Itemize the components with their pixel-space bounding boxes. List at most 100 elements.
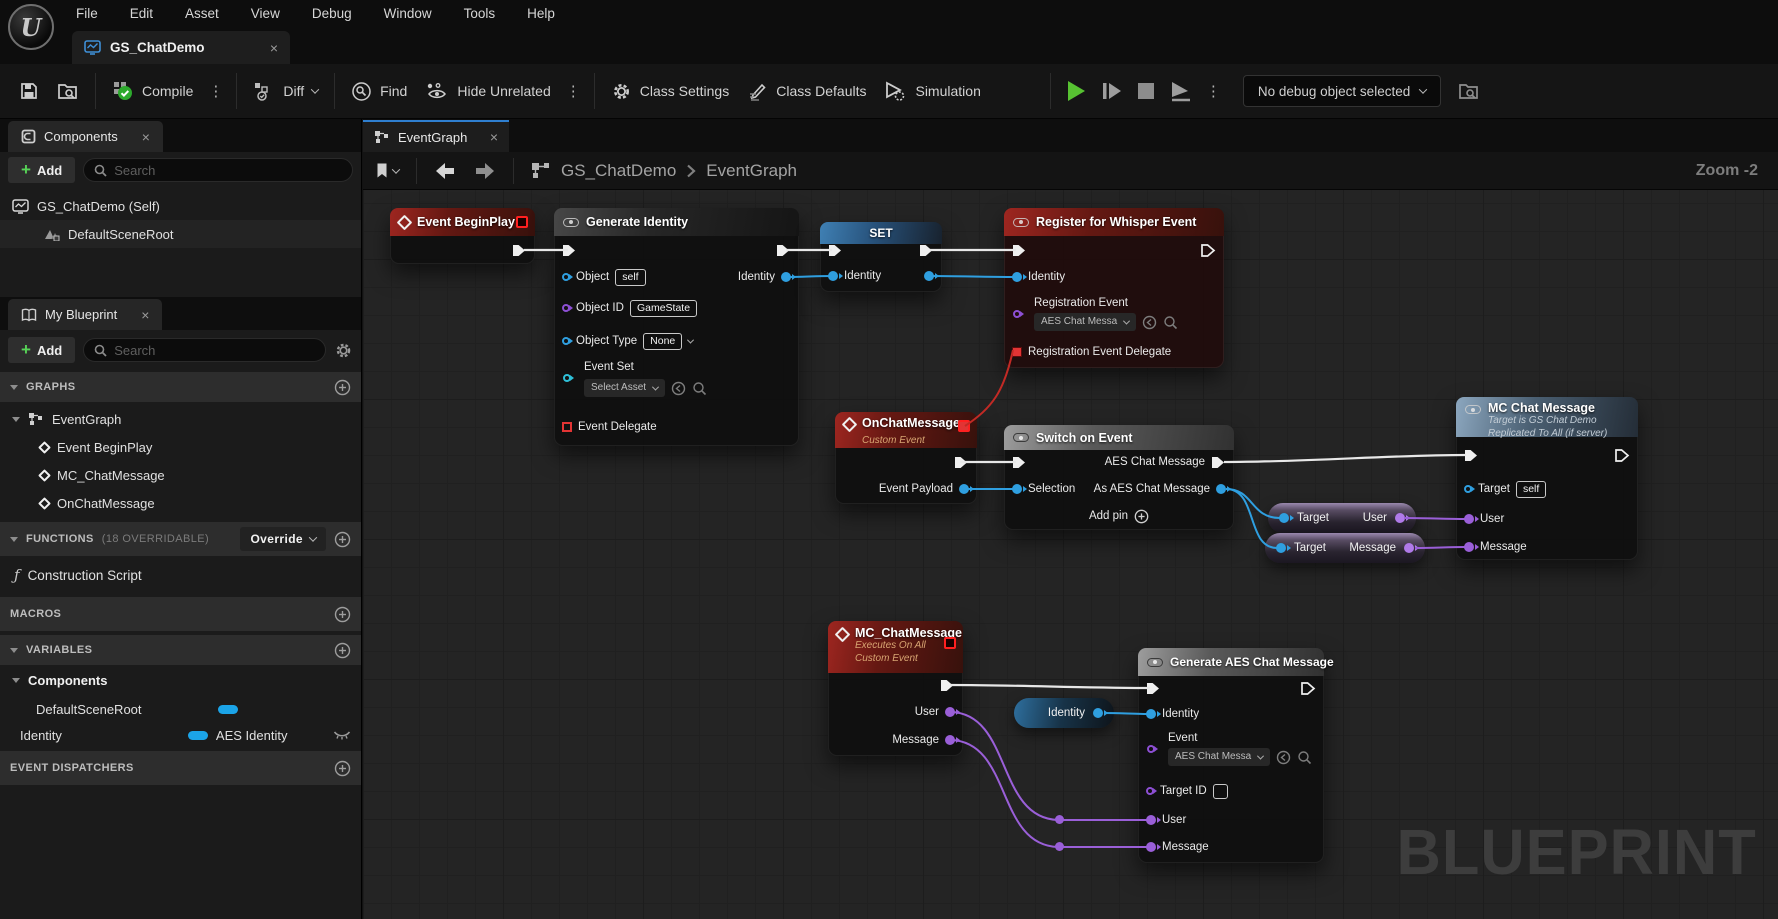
component-row-scene-root[interactable]: DefaultSceneRoot	[0, 220, 361, 248]
debug-browse-button[interactable]	[1449, 72, 1489, 110]
use-selected-icon[interactable]	[671, 381, 686, 396]
pin-selection-in[interactable]: Selection	[1012, 479, 1075, 499]
variable-row-scene-root[interactable]: DefaultSceneRoot	[0, 695, 361, 723]
target-id-value-field[interactable]	[1212, 783, 1228, 799]
debug-toggle-icon[interactable]	[516, 216, 528, 228]
functions-section-header[interactable]: FUNCTIONS (18 OVERRIDABLE) Override	[0, 522, 361, 556]
pin-target-id[interactable]: Target ID	[1146, 781, 1228, 801]
node-switch-on-event[interactable]: Switch on Event AES Chat Message Selecti…	[1004, 425, 1234, 530]
components-search-box[interactable]	[83, 158, 353, 182]
pin-exec-in[interactable]	[1464, 445, 1479, 465]
pin-exec-in[interactable]	[1012, 240, 1027, 260]
play-options-kebab-icon[interactable]: ⋮	[1205, 83, 1221, 100]
add-variable-plus-icon[interactable]	[334, 642, 351, 659]
pin-exec-out[interactable]	[940, 675, 955, 695]
add-function-plus-icon[interactable]	[334, 531, 351, 548]
forward-arrow-icon[interactable]	[470, 162, 496, 180]
view-options-gear-icon[interactable]	[334, 341, 353, 360]
add-graph-plus-icon[interactable]	[334, 379, 351, 396]
menu-file[interactable]: File	[76, 6, 98, 21]
menu-debug[interactable]: Debug	[311, 6, 352, 21]
node-mc-chatmessage-event[interactable]: MC_ChatMessage Executes On All Custom Ev…	[828, 621, 963, 756]
event-set-pin-icon[interactable]	[563, 374, 571, 382]
pin-identity-in[interactable]: Identity	[1012, 267, 1065, 287]
variables-section-header[interactable]: VARIABLES	[0, 635, 361, 665]
debug-object-dropdown[interactable]: No debug object selected	[1242, 75, 1442, 107]
pin-registration-delegate[interactable]: Registration Event Delegate	[1012, 342, 1171, 362]
pin-identity-out[interactable]	[924, 266, 934, 286]
diff-button[interactable]: Diff	[244, 72, 327, 110]
components-add-button[interactable]: + Add	[8, 157, 76, 183]
simulation-button[interactable]: Simulation	[875, 72, 989, 110]
pin-message-in[interactable]: Message	[1146, 837, 1209, 857]
closed-eye-icon[interactable]	[333, 730, 351, 740]
reroute-node[interactable]	[1055, 842, 1064, 851]
play-button[interactable]	[1058, 72, 1094, 110]
macros-section-header[interactable]: MACROS	[0, 597, 361, 631]
add-macro-plus-icon[interactable]	[334, 606, 351, 623]
node-get-message[interactable]: Target Message	[1265, 533, 1425, 563]
tree-row-construction-script[interactable]: ƒ Construction Script	[0, 561, 361, 589]
compile-options-kebab-icon[interactable]: ⋮	[208, 83, 224, 100]
pin-user-in[interactable]: User	[1464, 509, 1504, 529]
event-picker[interactable]: AES Chat Messa	[1168, 747, 1312, 767]
pin-exec-out[interactable]	[1615, 445, 1630, 465]
pin-exec-in[interactable]	[562, 240, 577, 260]
hide-unrelated-kebab-icon[interactable]: ⋮	[565, 83, 581, 100]
node-event-beginplay[interactable]: Event BeginPlay	[390, 208, 535, 264]
tree-row-event-graph[interactable]: EventGraph	[0, 405, 361, 433]
node-set-identity[interactable]: SET Identity	[820, 222, 942, 292]
add-dispatcher-plus-icon[interactable]	[334, 760, 351, 777]
component-row-self[interactable]: GS_ChatDemo (Self)	[0, 192, 361, 220]
node-register-whisper[interactable]: Register for Whisper Event Identity Regi…	[1004, 208, 1224, 368]
pin-exec-out[interactable]	[776, 240, 791, 260]
menu-edit[interactable]: Edit	[129, 6, 154, 21]
my-blueprint-search-box[interactable]	[83, 338, 326, 362]
registration-event-pin-icon[interactable]	[1013, 310, 1021, 318]
registration-event-dropdown[interactable]: AES Chat Messa	[1034, 313, 1137, 331]
browse-asset-icon[interactable]	[692, 381, 707, 396]
variables-components-category[interactable]: Components	[0, 668, 361, 692]
breadcrumb-root[interactable]: GS_ChatDemo	[561, 160, 677, 180]
graph-tab-close-icon[interactable]: ×	[489, 129, 498, 145]
pin-exec-out[interactable]	[1301, 678, 1316, 698]
pin-exec-in[interactable]	[1146, 678, 1161, 698]
bookmarks-button[interactable]	[375, 162, 401, 179]
pin-object-type[interactable]: Object Type None	[562, 331, 695, 351]
graphs-section-header[interactable]: GRAPHS	[0, 372, 361, 402]
my-blueprint-panel-tab[interactable]: My Blueprint ×	[8, 299, 163, 330]
menu-asset[interactable]: Asset	[185, 6, 219, 21]
my-blueprint-add-button[interactable]: + Add	[8, 337, 76, 363]
pin-identity-in[interactable]: Identity	[1146, 704, 1199, 724]
node-generate-identity[interactable]: Generate Identity Identity Object self O…	[554, 208, 799, 446]
eject-possess-button[interactable]	[1162, 72, 1200, 110]
override-dropdown[interactable]: Override	[240, 527, 326, 551]
menu-view[interactable]: View	[250, 6, 280, 21]
tree-row-event-beginplay[interactable]: Event BeginPlay	[0, 433, 361, 461]
compile-button[interactable]: Compile	[103, 72, 202, 110]
node-mc-chat-message-call[interactable]: MC Chat Message Target is GS Chat Demo R…	[1456, 397, 1638, 560]
node-get-user[interactable]: Target User	[1268, 503, 1416, 533]
event-set-picker[interactable]: Select Asset	[584, 378, 707, 398]
pin-identity-in[interactable]: Identity	[828, 266, 881, 286]
pin-message-in[interactable]: Message	[1464, 537, 1527, 557]
node-onchatmessage[interactable]: OnChatMessage Custom Event Event Payload	[835, 412, 977, 504]
registration-event-picker[interactable]: AES Chat Messa	[1034, 312, 1178, 332]
menu-tools[interactable]: Tools	[463, 6, 496, 21]
tree-row-onchatmessage[interactable]: OnChatMessage	[0, 489, 361, 517]
pin-target-in[interactable]: Target self	[1464, 479, 1547, 499]
user-pin-icon[interactable]	[1395, 513, 1405, 523]
pin-user-in[interactable]: User	[1146, 810, 1186, 830]
browse-asset-icon[interactable]	[1163, 315, 1178, 330]
menu-help[interactable]: Help	[527, 6, 555, 21]
use-selected-icon[interactable]	[1276, 750, 1291, 765]
components-search-input[interactable]	[114, 162, 342, 178]
node-generate-aes[interactable]: Generate AES Chat Message Identity Event…	[1138, 648, 1334, 863]
class-settings-button[interactable]: Class Settings	[602, 72, 738, 110]
save-button[interactable]	[10, 72, 48, 110]
variable-row-identity[interactable]: Identity AES Identity	[0, 721, 361, 749]
debug-toggle-icon[interactable]	[944, 637, 956, 649]
frame-skip-button[interactable]	[1094, 72, 1130, 110]
event-pin-icon[interactable]	[1147, 745, 1155, 753]
target-pin-icon[interactable]	[1279, 513, 1289, 523]
